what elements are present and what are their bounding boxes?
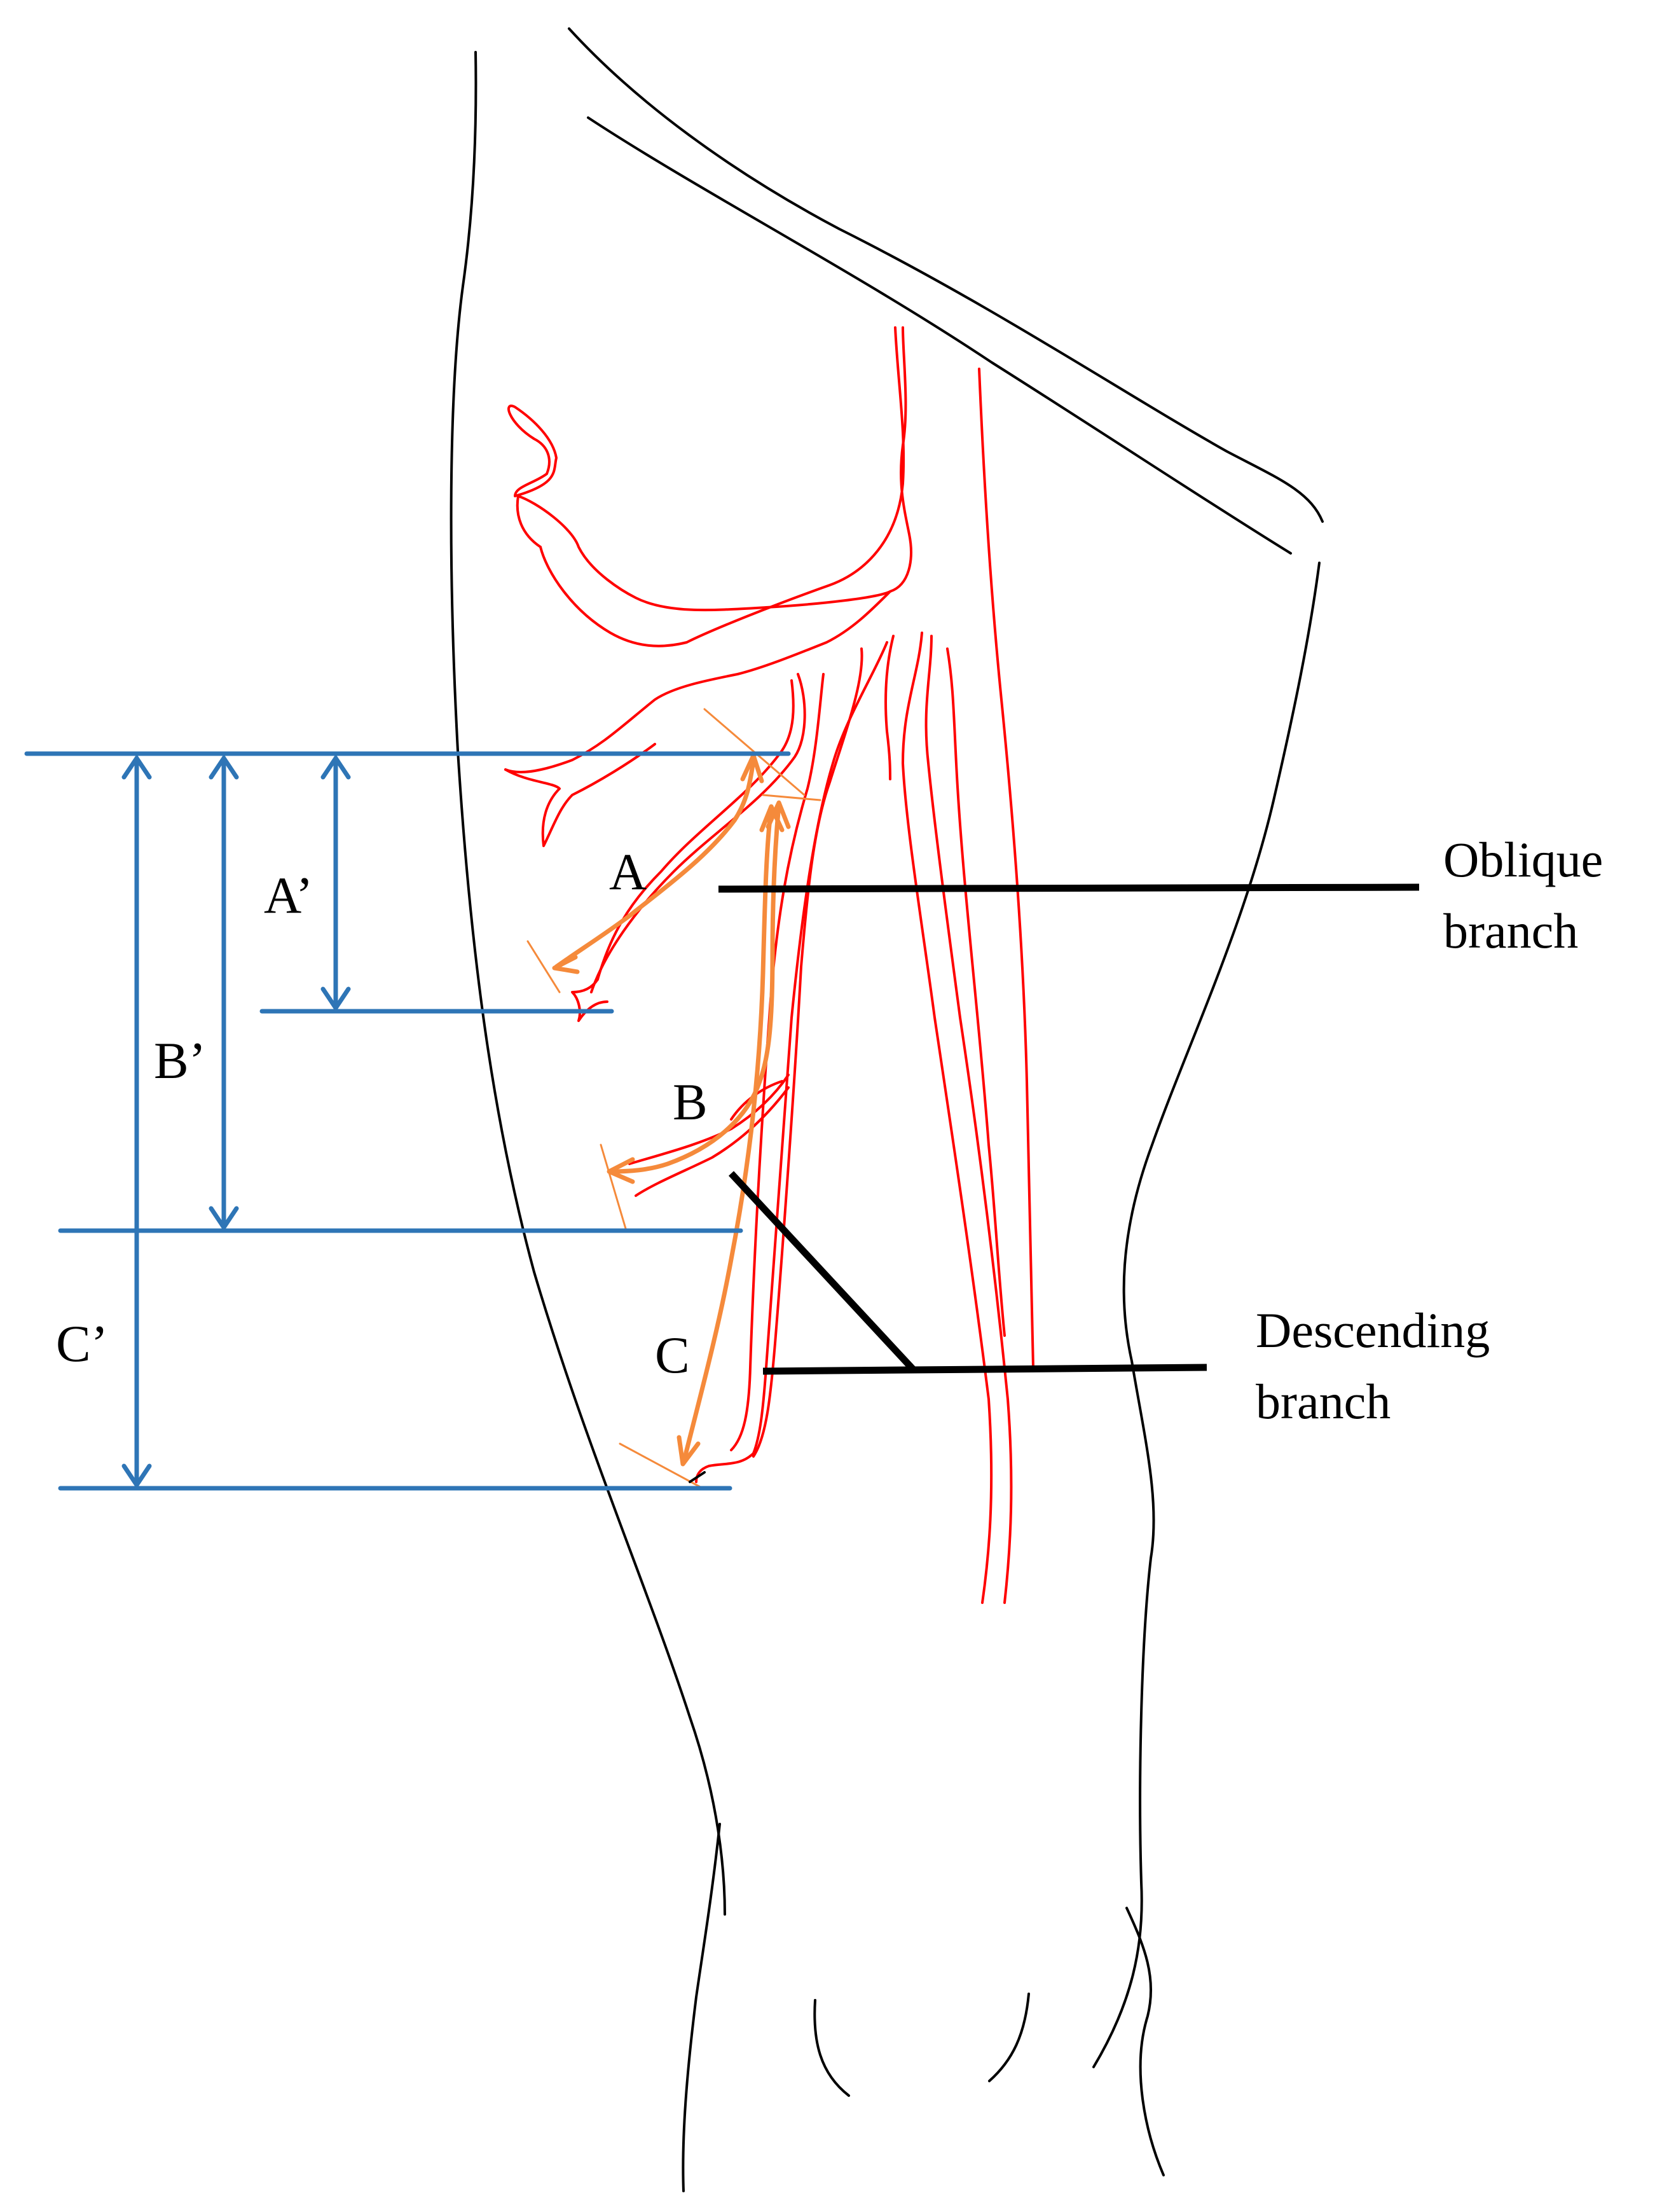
flap-c-tick-bottom [619,1442,704,1490]
femoral-vessel-5 [884,635,895,780]
distance-b-arrowhead-bottom [209,1206,239,1232]
perforator-a-label: A [609,843,647,901]
flap-arrow-c [681,805,774,1465]
flap-arrow-c-head-bottom [677,1435,701,1467]
descending-branch-label-line1: Descending [1256,1303,1490,1358]
distance-a-arrowhead-top [320,754,351,780]
ascending-branch-fork [507,404,558,497]
flap-b-tick-bottom [600,1144,628,1232]
descending-branch-label-line2: branch [1256,1374,1391,1429]
flap-a-tick-bottom [526,940,561,993]
descending-branch-leader-diagonal [728,1171,917,1372]
flap-arrow-c-head-top [759,804,785,833]
femoral-vessel-4 [978,368,1034,1369]
vessels [504,326,1034,1604]
perforator-c-label: C [655,1326,690,1384]
measurements [24,751,791,1491]
flap-arrow-a [554,757,756,969]
perforator-b-vessel [628,1074,790,1165]
distance-c-label: C’ [56,1315,108,1372]
labels: A B C A’ B’ C’ Oblique branch Descending… [56,832,1603,1429]
groin-crease-lower [587,116,1292,555]
distance-a-arrowhead-bottom [320,986,351,1013]
thigh-medial-contour [1092,562,1321,2068]
oblique-branch-label-line2: branch [1443,903,1578,958]
distance-b-label: B’ [154,1032,206,1089]
leader-lines [718,883,1420,1375]
leg-outline [450,27,1324,2192]
perforator-b-label: B [673,1073,708,1131]
descending-branch-inner [752,647,863,1458]
descending-branch-leader [762,1364,1207,1375]
distance-c-arrowhead-top [121,754,152,780]
femoral-vessel-1 [902,632,993,1604]
oblique-branch-label-line1: Oblique [1443,832,1603,887]
distance-b-arrowhead-top [209,754,239,780]
patella-right [988,1993,1030,2082]
lateral-circumflex-trunk [539,326,905,647]
distance-a-label: A’ [264,866,313,924]
flap-arrow-b [608,802,781,1174]
knee-left-contour [682,1823,721,2192]
descending-branch-outer [695,641,888,1483]
flap-a-tick-mid [762,794,821,801]
oblique-branch-leader [718,883,1420,893]
patella-left [813,1999,850,2097]
perforator-a-end [571,978,608,1022]
oblique-branch-vessel [590,673,806,993]
thigh-lateral-contour [450,51,726,1916]
transverse-branch [504,590,891,774]
flap-c-stub [689,1471,706,1483]
distance-c-arrowhead-bottom [121,1463,152,1490]
femoral-vessel-3 [946,647,1006,1337]
femoral-vessel-2 [924,635,1013,1604]
perforator-b-vessel-lower [635,1086,790,1197]
transverse-branch-lower [504,743,656,847]
knee-right-contour [1125,1907,1165,2176]
ascending-branch-upper [516,326,912,612]
flap-arrow-a-head-bottom [552,955,580,974]
groin-crease-upper [568,27,1324,523]
